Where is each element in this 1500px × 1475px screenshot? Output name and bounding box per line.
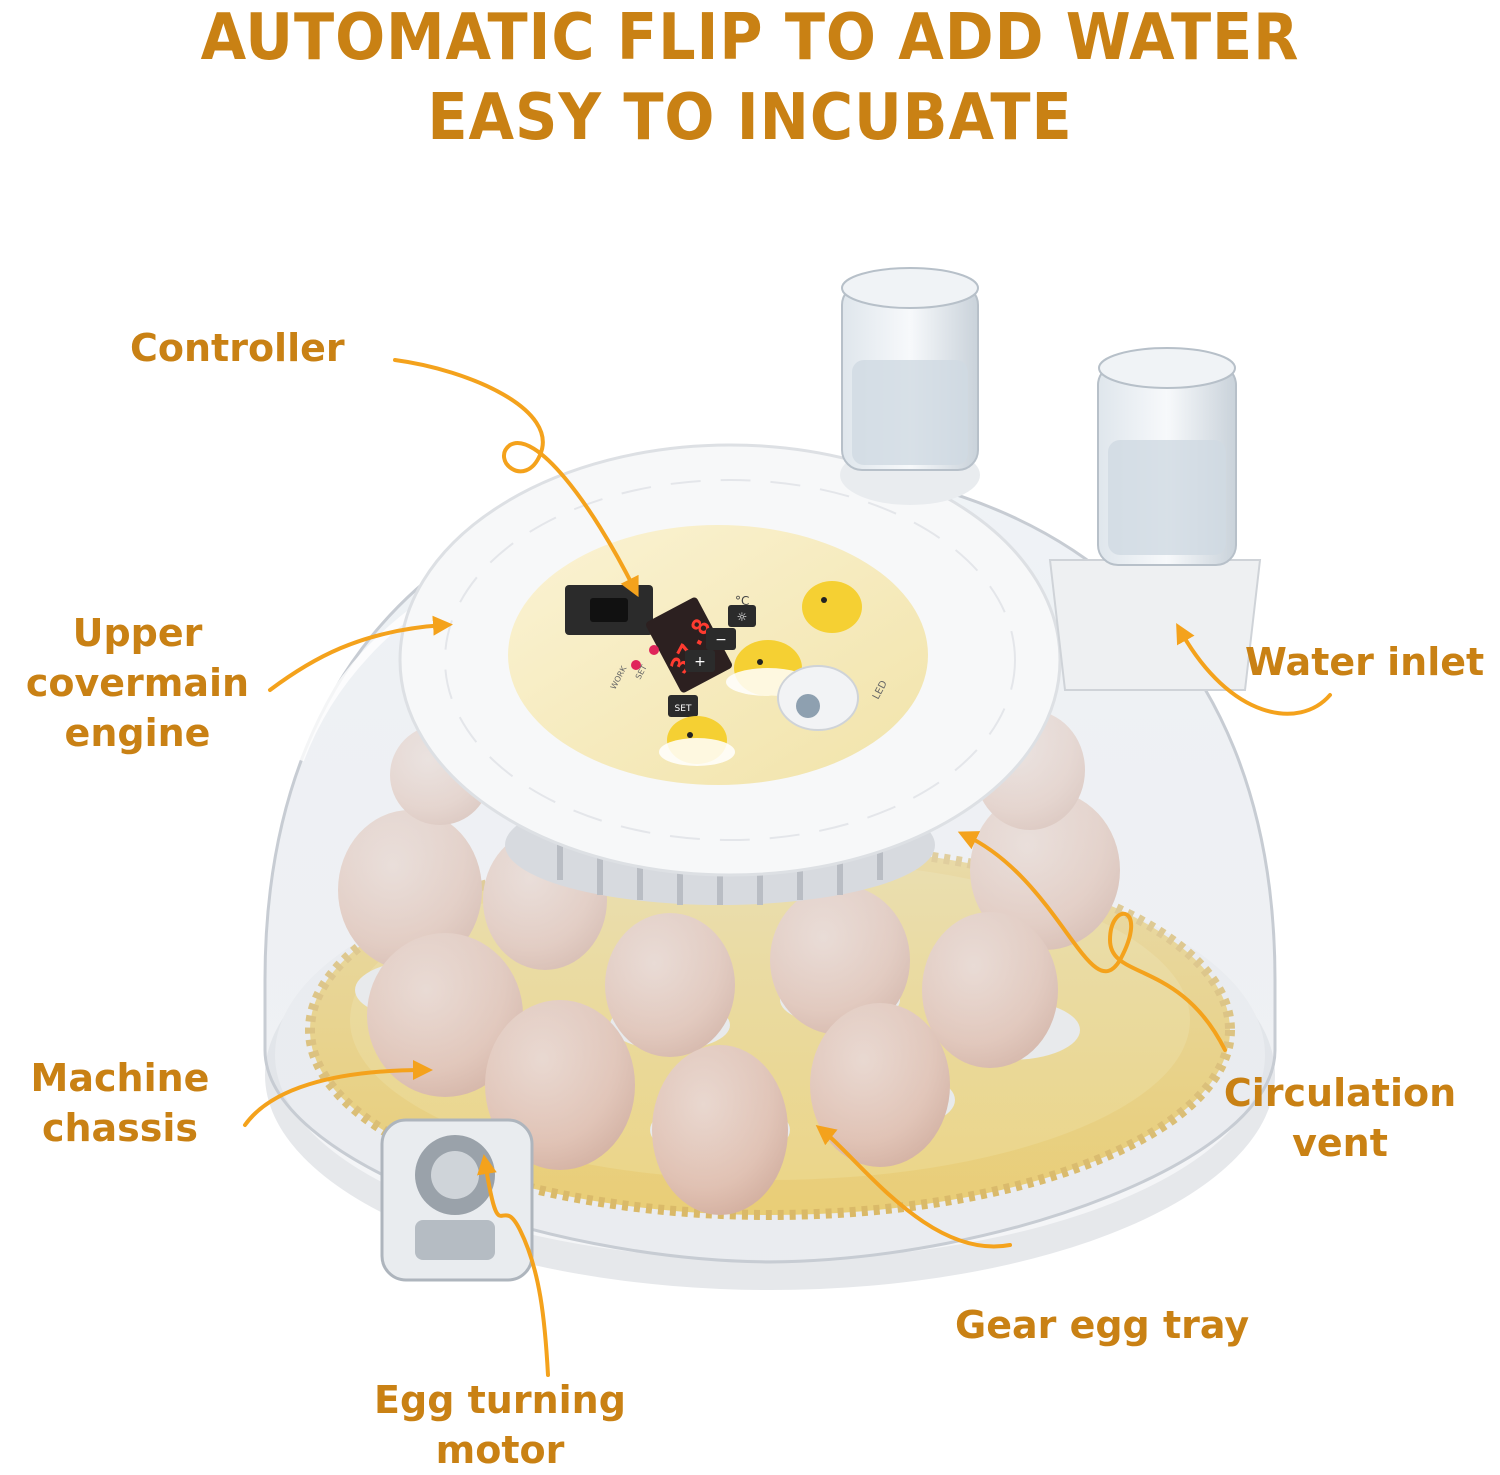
label-egg-turning-motor: Egg turning motor <box>350 1375 650 1475</box>
label-upper-cover-line-1: Upper <box>72 611 203 655</box>
controller-lid <box>398 443 1062 877</box>
label-water-inlet: Water inlet <box>1245 640 1485 684</box>
callout-arrows <box>243 358 1332 1377</box>
plus-button-label: + <box>694 654 706 670</box>
temperature-unit: °C <box>735 594 749 608</box>
led-window <box>777 665 859 731</box>
arrow-water-inlet <box>1176 623 1332 716</box>
set-button-label: SET <box>675 704 692 714</box>
egg-turning-motor <box>380 1118 534 1282</box>
label-machine-chassis-line-2: chassis <box>41 1106 199 1150</box>
label-circulation-vent: Circulation vent <box>1200 1068 1480 1168</box>
label-upper-cover-line-3: engine <box>64 711 211 755</box>
label-egg-turning-motor-line-1: Egg turning <box>374 1378 626 1422</box>
label-gear-egg-tray: Gear egg tray <box>955 1303 1250 1347</box>
label-upper-cover-line-2: covermain <box>25 661 250 705</box>
arrow-upper-cover <box>268 615 453 692</box>
plus-button[interactable]: + <box>685 650 715 672</box>
label-controller: Controller <box>130 326 345 370</box>
power-socket <box>565 585 653 635</box>
arrow-egg-turning-motor <box>477 1154 550 1377</box>
chick-decorations <box>659 581 862 766</box>
minus-button[interactable]: − <box>706 628 736 650</box>
arrow-controller <box>393 358 639 598</box>
arrow-machine-chassis <box>243 1060 433 1127</box>
label-machine-chassis: Machine chassis <box>10 1053 230 1153</box>
set-button[interactable]: SET <box>668 695 698 717</box>
label-upper-cover: Upper covermain engine <box>10 608 265 758</box>
water-bottle-right <box>1048 347 1262 691</box>
arrow-circulation-vent <box>957 831 1227 1052</box>
light-button[interactable]: ☼ <box>728 605 756 627</box>
work-indicator <box>631 660 641 670</box>
label-circulation-vent-line-2: vent <box>1292 1121 1388 1165</box>
controller-buttons: SET + − ☼ <box>668 605 756 717</box>
arrow-gear-egg-tray <box>815 1125 1012 1249</box>
set-indicator <box>649 645 659 655</box>
label-circulation-vent-line-1: Circulation <box>1223 1071 1457 1115</box>
minus-button-label: − <box>715 632 727 648</box>
headline-line-1: AUTOMATIC FLIP TO ADD WATER <box>200 1 1300 75</box>
headline-line-2: EASY TO INCUBATE <box>427 81 1073 155</box>
label-machine-chassis-line-1: Machine <box>30 1056 210 1100</box>
light-button-label: ☼ <box>737 610 748 624</box>
label-egg-turning-motor-line-2: motor <box>435 1428 565 1472</box>
water-bottle-left <box>840 267 980 505</box>
